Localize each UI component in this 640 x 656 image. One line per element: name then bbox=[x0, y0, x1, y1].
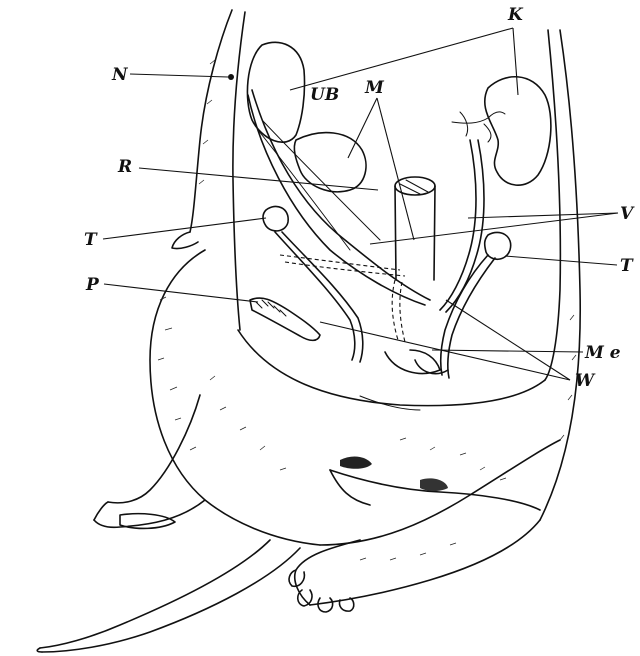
left-hind-leg bbox=[94, 395, 205, 528]
figure-labels: N K UB M R V T T P M e W bbox=[84, 5, 635, 391]
label-UB: UB bbox=[310, 85, 339, 105]
kidneys bbox=[247, 42, 550, 185]
ureters-and-ducts bbox=[248, 90, 484, 312]
nipple-marker bbox=[228, 74, 234, 80]
label-R: R bbox=[117, 157, 132, 177]
right-hind-leg bbox=[289, 457, 540, 612]
fur-texture bbox=[158, 60, 576, 560]
label-K: K bbox=[507, 5, 524, 25]
label-T-left: T bbox=[84, 230, 98, 250]
label-M: M bbox=[364, 78, 385, 98]
tail bbox=[37, 540, 300, 652]
rectum bbox=[395, 177, 435, 280]
label-V: V bbox=[620, 204, 635, 224]
label-Me: M e bbox=[584, 343, 621, 363]
label-N: N bbox=[111, 65, 129, 85]
penis-region bbox=[250, 298, 448, 374]
label-W: W bbox=[575, 371, 596, 391]
label-T-right: T bbox=[620, 256, 634, 276]
label-P: P bbox=[85, 275, 100, 295]
left-kidney bbox=[247, 42, 304, 142]
